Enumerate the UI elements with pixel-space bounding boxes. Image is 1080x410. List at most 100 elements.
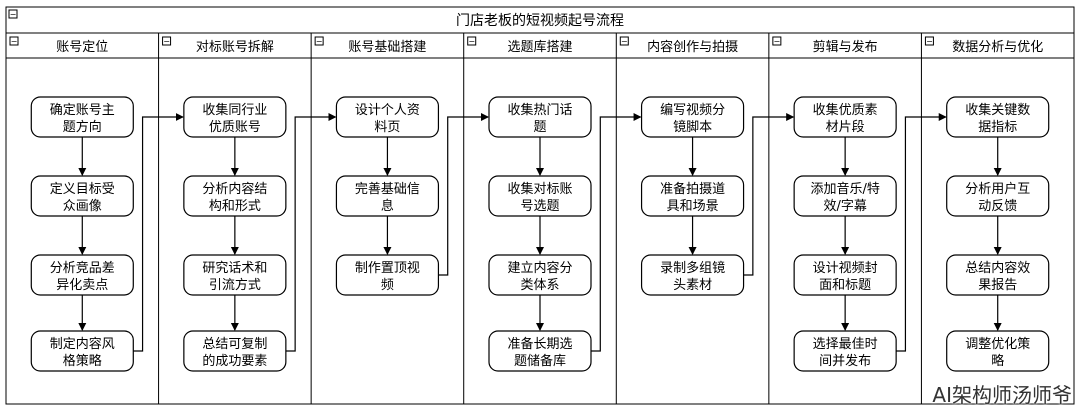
process-step-label: 号选题	[520, 199, 559, 214]
process-step-label: 头素材	[673, 278, 712, 293]
process-step-label: 引流方式	[209, 277, 261, 293]
process-step-label: 建立内容分	[507, 260, 572, 276]
process-step-label: 确定账号主	[50, 103, 115, 118]
process-step-box	[183, 254, 287, 296]
lane-collapse-icon[interactable]: −	[619, 36, 629, 46]
process-step-label: 息	[381, 198, 394, 214]
process-step-box	[793, 96, 897, 138]
process-step-label: 效/字幕	[823, 199, 866, 214]
lane-header-label: 账号基础搭建	[348, 39, 426, 55]
process-step-label: 题	[533, 120, 546, 135]
process-step-label: 定义目标受	[50, 182, 115, 197]
process-step-label: 异化卖点	[56, 278, 108, 293]
process-step-label: 材片段	[826, 120, 865, 135]
process-step-label: 收集同行业	[202, 102, 267, 118]
process-step-label: 间并发布	[819, 353, 871, 369]
diagram-title: 门店老板的短视频起号流程	[456, 13, 624, 29]
process-step-box	[335, 254, 440, 296]
process-step-box	[640, 96, 745, 138]
process-step-box	[183, 175, 287, 217]
process-step-label: 面和标题	[819, 278, 871, 293]
process-step-box	[30, 96, 134, 138]
process-step-label: 总结可复制	[202, 337, 267, 352]
process-step-label: 完善基础信	[355, 181, 420, 197]
svg-text:−: −	[926, 37, 933, 46]
svg-text:−: −	[163, 37, 170, 46]
lane-collapse-icon[interactable]: −	[772, 36, 782, 46]
process-step-box	[793, 175, 897, 217]
watermark: AI架构师汤师爷	[932, 383, 1072, 407]
process-step-label: 收集对标账	[507, 181, 572, 197]
lane-collapse-icon[interactable]: −	[924, 36, 934, 46]
process-step-box	[946, 96, 1050, 138]
process-step-box	[488, 175, 592, 217]
process-step[interactable]: 添加音乐/特效/字幕	[793, 175, 897, 217]
connectors	[78, 113, 1002, 352]
process-step-box	[30, 254, 134, 296]
process-step-label: 调整优化策	[965, 336, 1030, 352]
swimlanes: −账号定位−对标账号拆解−账号基础搭建−选题库搭建−内容创作与拍摄−剪辑与发布−…	[6, 33, 1074, 404]
pool-frame	[5, 6, 1075, 405]
lane-collapse-icon[interactable]: −	[467, 36, 477, 46]
process-step-label: 频	[381, 278, 394, 293]
process-step-label: 题方向	[63, 119, 102, 135]
process-step-label: 制作置顶视	[355, 261, 420, 276]
process-step-box	[946, 175, 1050, 217]
process-step-label: 设计视频封	[813, 261, 878, 276]
process-step-box	[640, 254, 745, 296]
process-step-box	[488, 96, 592, 138]
lane-header-label: 选题库搭建	[507, 39, 572, 55]
process-step-label: 具和场景	[667, 199, 719, 214]
lane-header-label: 数据分析与优化	[952, 40, 1043, 55]
lane-collapse-icon[interactable]: −	[162, 36, 172, 46]
process-step-label: 众画像	[63, 199, 102, 214]
process-step-box	[793, 254, 897, 296]
process-step-label: 动反馈	[978, 199, 1017, 214]
process-step-label: 分析内容结	[202, 181, 267, 197]
lane-header-label: 对标账号拆解	[196, 40, 274, 55]
title-collapse-icon[interactable]: −	[8, 9, 18, 19]
process-step-label: 收集热门话	[507, 102, 572, 118]
process-step-box	[183, 96, 287, 138]
process-step-label: 收集优质素	[813, 102, 878, 118]
svg-text:−: −	[774, 37, 781, 46]
lane-collapse-icon[interactable]: −	[314, 36, 324, 46]
lane-collapse-icon[interactable]: −	[9, 36, 19, 46]
process-step-box	[946, 330, 1050, 372]
process-step-box	[183, 330, 287, 372]
process-step-box	[30, 330, 134, 372]
process-step-label: 料页	[374, 120, 400, 135]
process-step-label: 录制多组镜	[660, 260, 725, 276]
svg-text:−: −	[621, 37, 628, 46]
process-step-label: 类体系	[520, 278, 559, 293]
process-step-box	[488, 254, 592, 296]
process-step-box	[335, 96, 440, 138]
process-step-label: 优质账号	[209, 120, 261, 135]
